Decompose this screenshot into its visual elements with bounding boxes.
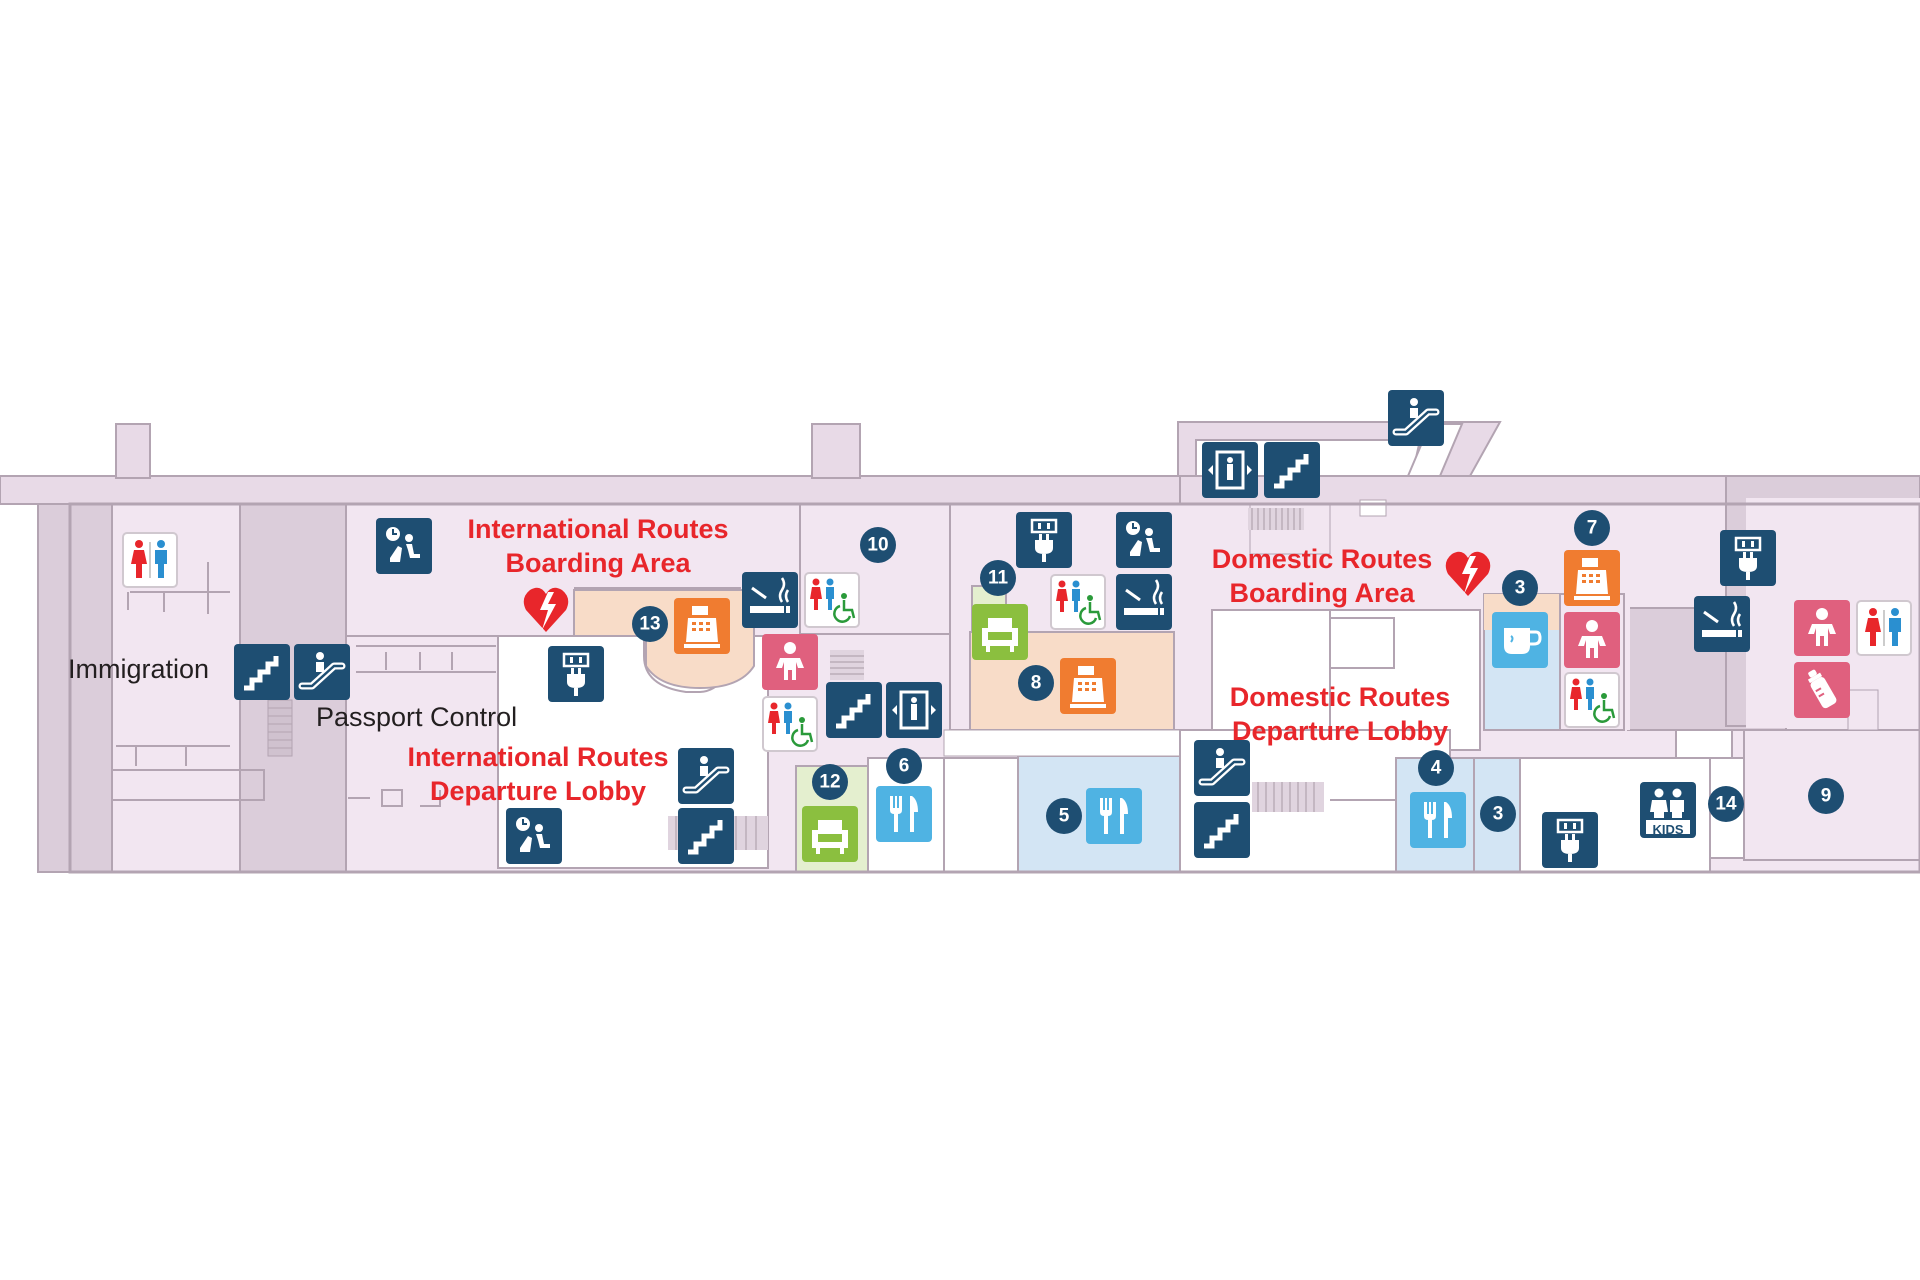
cafe-icon <box>1492 612 1548 668</box>
svg-text:5: 5 <box>1059 806 1070 827</box>
svg-text:11: 11 <box>988 568 1009 589</box>
accessible-restroom-icon <box>1050 574 1106 630</box>
restroom-icon <box>1856 600 1912 656</box>
escalator-icon <box>678 748 734 804</box>
accessible-restroom-icon <box>804 572 860 628</box>
marker-3: 3 <box>1502 570 1538 606</box>
nursing-room-icon <box>762 634 818 690</box>
charging-icon <box>548 646 604 702</box>
icons: KIDS <box>122 390 1912 868</box>
restroom-icon <box>122 532 178 588</box>
marker-7: 7 <box>1574 510 1610 546</box>
left-dark-zone <box>37 503 113 873</box>
marker-13: 13 <box>632 606 668 642</box>
stairs-icon <box>1264 442 1320 498</box>
charging-icon <box>1542 812 1598 868</box>
marker-8: 8 <box>1018 665 1054 701</box>
domestic-departure-label-line2: Departure Lobby <box>1232 716 1448 746</box>
svg-text:14: 14 <box>1715 794 1737 815</box>
stairs-icon <box>826 682 882 738</box>
intl-departure-label-line1: International Routes <box>407 742 668 772</box>
intl-departure-label-line2: Departure Lobby <box>430 776 646 806</box>
svg-text:3: 3 <box>1493 804 1504 825</box>
escalator-icon <box>294 644 350 700</box>
svg-text:3: 3 <box>1515 578 1526 599</box>
charging-icon <box>1720 530 1776 586</box>
accessible-restroom-icon <box>762 696 818 752</box>
kids-label: KIDS <box>1652 822 1683 837</box>
marker-6: 6 <box>886 748 922 784</box>
stairs-icon <box>1194 802 1250 858</box>
smoking-area-icon <box>1116 574 1172 630</box>
restaurant-icon <box>1410 792 1466 848</box>
escalator-icon <box>1194 740 1250 796</box>
stairs-icon <box>234 644 290 700</box>
accessible-restroom-icon <box>1564 672 1620 728</box>
marker-4: 4 <box>1418 750 1454 786</box>
svg-text:12: 12 <box>819 772 840 793</box>
stairs-icon <box>678 808 734 864</box>
domestic-boarding-label-line1: Domestic Routes <box>1212 544 1433 574</box>
marker-3b: 3 <box>1480 796 1516 832</box>
domestic-departure-label-line1: Domestic Routes <box>1230 682 1451 712</box>
svg-text:7: 7 <box>1587 518 1598 539</box>
escalator-icon <box>1388 390 1444 446</box>
lounge-icon <box>802 806 858 862</box>
lounge-icon <box>972 604 1028 660</box>
shop-register-icon <box>1564 550 1620 606</box>
elevator-icon <box>1202 442 1258 498</box>
passport-control-label: Passport Control <box>316 702 517 732</box>
waiting-area-icon <box>1116 512 1172 568</box>
shop-register-icon <box>1060 658 1116 714</box>
domestic-boarding-floor <box>1211 609 1331 751</box>
restaurant-icon <box>876 786 932 842</box>
kids-area-icon: KIDS <box>1640 782 1696 838</box>
number-markers: 13 10 11 8 12 6 5 7 3 4 3 14 9 <box>632 510 1844 834</box>
svg-text:13: 13 <box>639 614 660 635</box>
restaurant-icon <box>1086 788 1142 844</box>
marker-9: 9 <box>1808 778 1844 814</box>
marker-12: 12 <box>812 764 848 800</box>
waiting-area-icon <box>376 518 432 574</box>
svg-text:10: 10 <box>867 535 888 556</box>
immigration-label: Immigration <box>68 654 209 684</box>
marker-11: 11 <box>980 560 1016 596</box>
nursing-room-icon <box>1564 612 1620 668</box>
marker-14: 14 <box>1708 786 1744 822</box>
elevator-icon <box>886 682 942 738</box>
smoking-area-icon <box>742 572 798 628</box>
svg-text:4: 4 <box>1431 758 1442 779</box>
intl-boarding-label-line1: International Routes <box>467 514 728 544</box>
svg-text:8: 8 <box>1031 673 1042 694</box>
nursing-room-icon <box>1794 600 1850 656</box>
smoking-area-icon <box>1694 596 1750 652</box>
shop-register-icon <box>674 598 730 654</box>
domestic-boarding-label-line2: Boarding Area <box>1229 578 1415 608</box>
svg-text:6: 6 <box>899 756 910 777</box>
svg-text:9: 9 <box>1821 786 1832 807</box>
baby-bottle-icon <box>1794 662 1850 718</box>
intl-boarding-label-line2: Boarding Area <box>505 548 691 578</box>
waiting-area-icon <box>506 808 562 864</box>
charging-icon <box>1016 512 1072 568</box>
area-labels: International Routes Boarding Area Inter… <box>68 514 1450 806</box>
marker-10: 10 <box>860 527 896 563</box>
marker-5: 5 <box>1046 798 1082 834</box>
